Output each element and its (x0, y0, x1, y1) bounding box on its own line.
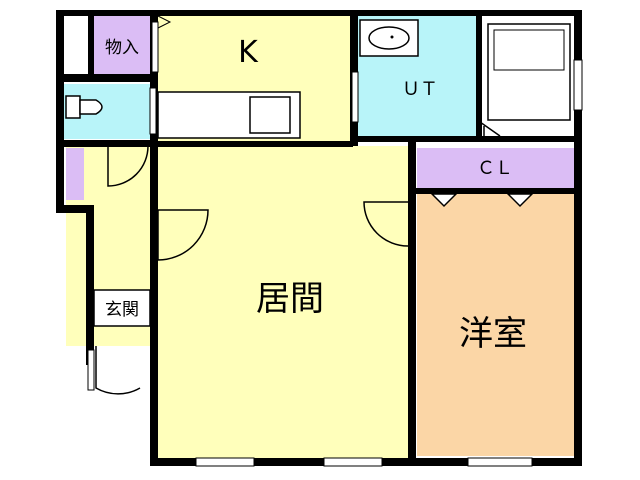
washbasin-drain (390, 35, 394, 39)
entrance-door (87, 349, 95, 391)
left-closet-floor (66, 148, 84, 200)
door-swings (95, 145, 409, 395)
toilet-icon (65, 95, 103, 119)
windows (195, 59, 583, 467)
entrance-box (93, 289, 151, 327)
bath-door (479, 121, 501, 138)
storage-floor (93, 16, 151, 74)
entrance-label: 玄関 (105, 300, 139, 320)
living-floor (155, 146, 415, 462)
western-room-floor (417, 194, 575, 456)
closet-doors (430, 193, 534, 208)
utility-label: ＵＴ (402, 79, 438, 100)
closet-floor (417, 148, 575, 188)
utility-door-jamb (351, 71, 359, 123)
toilet-door (149, 87, 157, 135)
storage-door (151, 21, 159, 73)
living-label: 居間 (256, 279, 324, 319)
closet-label: ＣＬ (477, 158, 513, 179)
washbasin-bowl (368, 26, 410, 50)
western-room-label: 洋室 (459, 314, 527, 354)
storage-label: 物入 (105, 38, 139, 58)
kitchen-label: K (238, 35, 259, 70)
storage-door-marker (157, 15, 172, 29)
bathtub-inner (493, 29, 565, 71)
kitchen-sink (249, 96, 291, 134)
